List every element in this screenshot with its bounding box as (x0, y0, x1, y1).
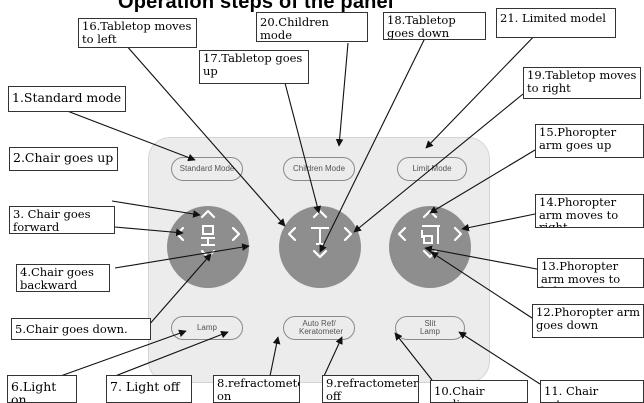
chevron-down-icon (312, 249, 328, 259)
chevron-left-icon (287, 226, 297, 242)
callout-21: 21. Limited model (496, 8, 616, 38)
callout-17: 17.Tabletop goes up (199, 50, 309, 84)
chair-control-pad[interactable] (167, 206, 249, 288)
auto-ref-keratometer-label: Auto Ref/ Keratometer (299, 319, 343, 336)
slit-lamp-button[interactable]: Slit Lamp (395, 316, 465, 340)
children-mode-label: Children Mode (292, 164, 346, 173)
lamp-button[interactable]: Lamp (171, 316, 243, 340)
lamp-label: Lamp (196, 323, 217, 332)
callout-10: 10.Chair reclines (430, 380, 528, 403)
phoropter-pad-chevrons (397, 209, 463, 259)
callout-1: 1.Standard mode (8, 86, 126, 112)
callout-2: 2.Chair goes up (9, 147, 118, 171)
callout-13: 13.Phoropter arm moves to left (537, 258, 644, 288)
diagram-title: Operation steps of the panel (118, 0, 394, 13)
chair-icon (201, 225, 215, 246)
callout-14: 14.Phoropter arm moves to right (535, 194, 644, 228)
callout-20: 20.Children mode (256, 12, 368, 42)
callout-16: 16.Tabletop moves to left (78, 18, 197, 48)
callout-6: 6.Light on (7, 375, 77, 403)
children-mode-button[interactable]: Children Mode (283, 157, 355, 181)
callout-18: 18.Tabletop goes down (383, 12, 486, 40)
chevron-right-icon (231, 226, 241, 242)
slit-lamp-label: Slit Lamp (410, 320, 450, 336)
chevron-right-icon (453, 226, 463, 242)
slit-label-line2: Lamp (419, 327, 440, 336)
tabletop-icon (311, 227, 329, 245)
callout-15: 15.Phoropter arm goes up (535, 124, 644, 158)
callout-4: 4.Chair goes backward (16, 264, 110, 292)
standard-mode-button[interactable]: Standard Mode (171, 157, 243, 181)
chevron-left-icon (175, 226, 185, 242)
auto-ref-keratometer-button[interactable]: Auto Ref/ Keratometer (283, 316, 355, 340)
chevron-up-icon (312, 209, 328, 219)
callout-11: 11. Chair returns (540, 380, 644, 403)
phoropter-icon (421, 225, 440, 244)
auto-ref-label-line2: Keratometer (299, 327, 344, 336)
chevron-right-icon (343, 226, 353, 242)
callout-5: 5.Chair goes down. (11, 318, 151, 340)
callout-3: 3. Chair goes forward (9, 206, 115, 234)
callout-9: 9.refractometer off (322, 375, 419, 403)
callout-19: 19.Tabletop moves to right (523, 67, 641, 99)
chevron-up-icon (200, 209, 216, 219)
chevron-up-icon (422, 209, 438, 219)
slit-label-line1: Slit (424, 319, 436, 328)
chevron-left-icon (397, 226, 407, 242)
standard-mode-label: Standard Mode (179, 164, 235, 173)
callout-8: 8.refractometer on (213, 375, 300, 403)
auto-ref-label-line1: Auto Ref/ (302, 319, 336, 328)
callout-7: 7. Light off (106, 375, 192, 403)
callout-12: 12.Phoropter arm goes down (532, 304, 644, 338)
